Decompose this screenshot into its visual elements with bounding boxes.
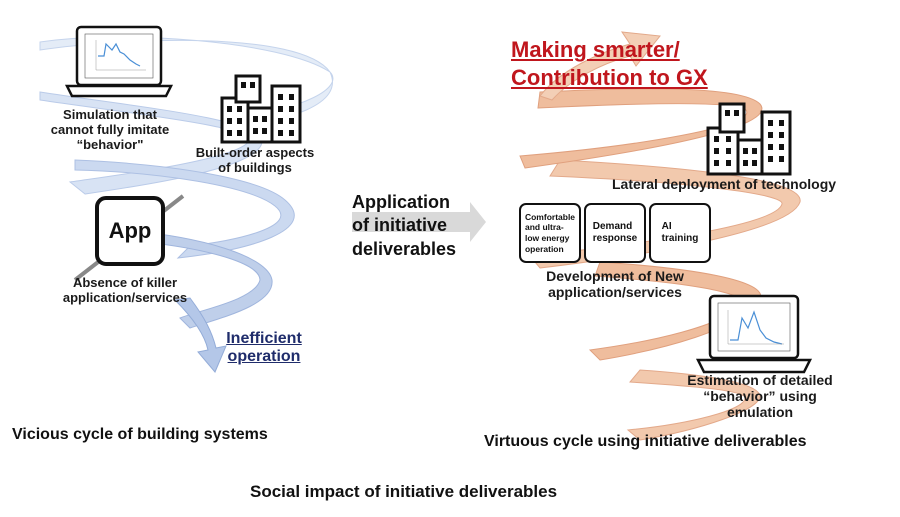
- laptop-icon-left: [64, 25, 174, 98]
- development-line1: Development of New: [546, 268, 684, 284]
- estimation-line2: “behavior” using: [703, 388, 817, 405]
- application-line1: Application: [352, 192, 450, 212]
- estimation-line3: emulation: [726, 404, 794, 421]
- box-demand-response: Demand response: [584, 203, 646, 263]
- development-line2: application/services: [548, 284, 682, 301]
- box-comfortable-line2: and ultra-: [524, 222, 564, 233]
- absence-line2: application/services: [62, 289, 188, 305]
- built-order-label: Built-order aspects of buildings: [190, 145, 320, 176]
- buildings-icon-right: [706, 102, 792, 176]
- spiral-band-2: [39, 91, 263, 195]
- spiral-band-3: [74, 159, 295, 259]
- simulation-label-line3: “behavior": [76, 136, 144, 152]
- app-icon: App: [95, 196, 165, 266]
- orange-band-5: [539, 31, 661, 101]
- estimation-line1: Estimation of detailed: [687, 372, 833, 388]
- spiral-band-4: [119, 229, 273, 329]
- application-line2: of initiative: [352, 215, 448, 236]
- simulation-label-line1: Simulation that: [63, 107, 157, 122]
- box-ai-line1: AI: [661, 220, 672, 232]
- inefficient-line1: Inefficient: [226, 330, 302, 347]
- box-comfortable-line1: Comfortable: [524, 211, 576, 222]
- lateral-deployment-label: Lateral deployment of technology: [612, 176, 837, 192]
- built-order-line1: Built-order aspects: [195, 145, 315, 160]
- making-smarter-title: Making smarter/ Contribution to GX: [511, 36, 708, 91]
- application-line3: deliverables: [352, 238, 457, 259]
- app-icon-label: App: [108, 218, 152, 243]
- box-ai-line2: training: [661, 233, 699, 244]
- virtuous-spiral: [519, 31, 801, 441]
- absence-label: Absence of killer application/services: [45, 275, 205, 306]
- laptop-icon-right: [695, 294, 813, 374]
- inefficient-operation-label: Inefficient operation: [212, 330, 316, 367]
- application-label: Application of initiative deliverables: [352, 191, 456, 261]
- estimation-label: Estimation of detailed “behavior” using …: [665, 372, 855, 420]
- social-impact-title: Social impact of initiative deliverables: [250, 482, 558, 501]
- virtuous-cycle-caption: Virtuous cycle using initiative delivera…: [484, 433, 807, 450]
- title-line2: Contribution to GX: [511, 64, 708, 90]
- vicious-spiral: [39, 36, 334, 373]
- box-demand-line1: Demand: [592, 220, 633, 232]
- vicious-cycle-caption: Vicious cycle of building systems: [12, 426, 268, 443]
- spiral-tail: [173, 297, 227, 373]
- box-comfortable-line3: low energy: [524, 233, 570, 243]
- simulation-label-line2: cannot fully imitate: [50, 121, 170, 137]
- development-label: Development of New application/services: [525, 268, 705, 300]
- buildings-icon-left: [220, 74, 302, 144]
- simulation-label: Simulation that cannot fully imitate “be…: [30, 107, 190, 153]
- box-ai-training: AI training: [649, 203, 711, 263]
- box-comfortable-line4: operation: [524, 243, 564, 254]
- box-demand-line2: response: [592, 233, 638, 244]
- orange-band-1: [626, 369, 761, 441]
- mid-arrow-icon: [352, 202, 486, 242]
- absence-line1: Absence of killer: [72, 275, 178, 290]
- inefficient-line2: operation: [227, 348, 301, 366]
- title-line1: Making smarter/: [511, 37, 680, 62]
- built-order-line2: of buildings: [218, 159, 292, 175]
- box-comfortable: Comfortable and ultra- low energy operat…: [519, 203, 581, 263]
- orange-band-3: [529, 159, 801, 269]
